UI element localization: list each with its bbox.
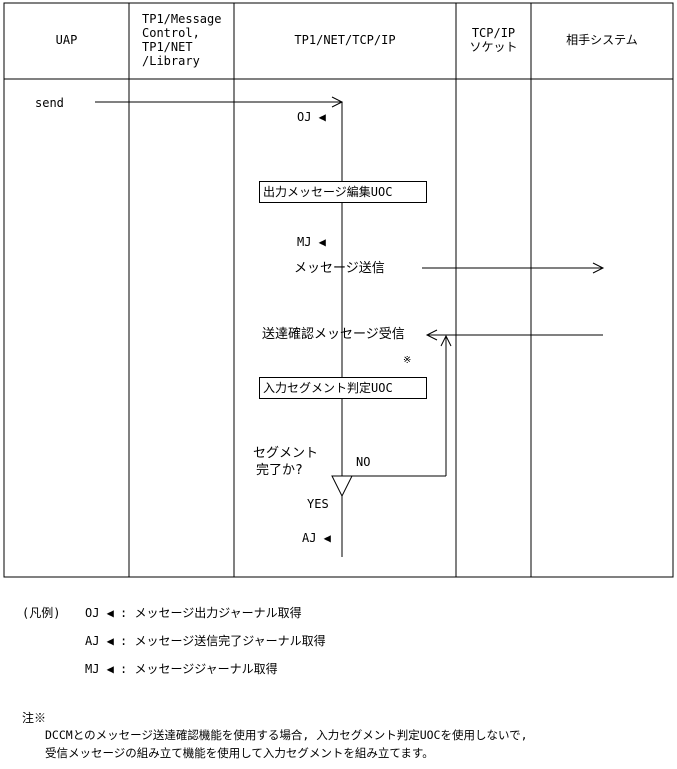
header-line: ソケット	[469, 39, 518, 54]
legend-code: AJ ◀	[85, 634, 114, 648]
note-title: 注※	[22, 711, 47, 725]
header-partner-label: 相手システム	[566, 32, 638, 47]
header-line: Control,	[142, 25, 200, 40]
no-branch-arrowhead	[440, 334, 452, 347]
aj-marker: AJ ◀	[302, 531, 331, 545]
header-line: TP1/NET	[142, 39, 193, 54]
asterisk-mark: ※	[403, 355, 412, 366]
header-line: TCP/IP	[471, 25, 516, 40]
output-uoc-box: 出力メッセージ編集UOC	[259, 181, 427, 203]
note-line: 受信メッセージの組み立て機能を使用して入力セグメントを組み立てます。	[45, 746, 434, 760]
header-line: TP1/Message	[142, 11, 222, 26]
input-uoc-box: 入力セグメント判定UOC	[259, 377, 427, 399]
legend-desc: : メッセージジャーナル取得	[120, 662, 278, 676]
header-tp1-message-control: TP1/Message Control, TP1/NET /Library	[129, 0, 234, 79]
legend-desc: : メッセージ送信完了ジャーナル取得	[120, 634, 326, 648]
legend-title: (凡例)	[22, 606, 61, 620]
header-line: /Library	[142, 53, 200, 68]
ack-receive-label: 送達確認メッセージ受信	[262, 327, 405, 342]
header-uap-label: UAP	[55, 32, 78, 47]
legend-code: OJ ◀	[85, 606, 114, 620]
legend-code: MJ ◀	[85, 662, 114, 676]
ack-receive-arrowhead	[425, 329, 438, 341]
msg-send-label: メッセージ送信	[294, 261, 385, 276]
note-line: DCCMとのメッセージ送達確認機能を使用する場合, 入力セグメント判定UOCを使…	[45, 728, 528, 742]
header-tcp-socket: TCP/IP ソケット	[456, 0, 531, 79]
no-label: NO	[356, 455, 371, 469]
header-partner-system: 相手システム	[531, 0, 673, 79]
table-frame	[3, 2, 674, 578]
decision-label-line2: 完了か?	[256, 463, 303, 478]
msg-send-arrowhead	[592, 262, 605, 274]
mj-marker: MJ ◀	[297, 235, 326, 249]
header-uap: UAP	[4, 0, 129, 79]
oj-marker: OJ ◀	[297, 110, 326, 124]
header-tp1-net-tcp-ip: TP1/NET/TCP/IP	[234, 0, 456, 79]
decision-label-line1: セグメント	[253, 446, 319, 461]
decision-triangle	[331, 475, 353, 498]
legend-desc: : メッセージ出力ジャーナル取得	[120, 606, 302, 620]
send-label: send	[35, 96, 64, 110]
yes-label: YES	[307, 497, 329, 511]
header-tcp-label: TP1/NET/TCP/IP	[294, 32, 396, 47]
